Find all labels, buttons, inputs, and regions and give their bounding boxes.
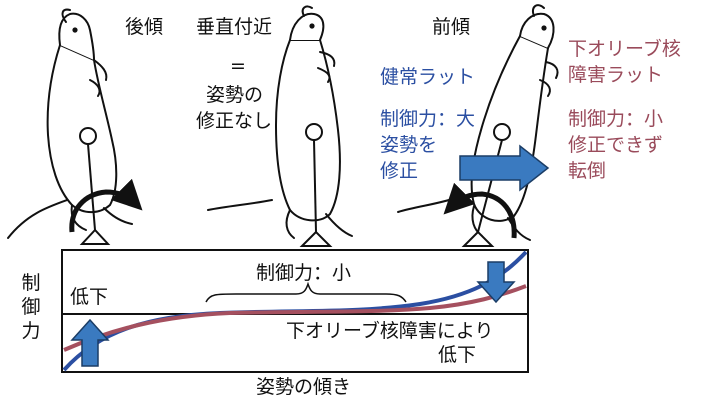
graph [61, 249, 529, 373]
label-forward-tilt: 前傾 [432, 16, 471, 38]
brace [205, 281, 407, 303]
graph-lesion-note-2: 低下 [438, 344, 477, 366]
lesion-curve [63, 284, 527, 352]
graph-small-force-label: 制御力：小 [256, 262, 352, 284]
posture-rod [461, 123, 511, 247]
label-lesion-cannot: 修正できず [568, 134, 664, 156]
posture-rod [79, 127, 111, 245]
graph-lesion-note-1: 下オリーブ核障害により [286, 320, 494, 342]
label-near-vertical: 垂直付近 [196, 16, 273, 38]
label-normal-correct: 修正 [380, 160, 419, 182]
push-arrow-icon [459, 144, 550, 192]
label-lesion-rat-2: 障害ラット [568, 64, 664, 86]
down-arrow-icon [476, 261, 516, 304]
label-backward-tilt: 後傾 [125, 16, 164, 38]
graph-xlabel: 姿勢の傾き [256, 376, 352, 398]
up-arrow-icon [70, 318, 110, 367]
label-lesion-fall: 転倒 [568, 160, 607, 182]
label-normal-force: 制御力：大 [380, 108, 476, 130]
label-lesion-force: 制御力：小 [568, 108, 664, 130]
label-posture-of: 姿勢の [206, 84, 264, 106]
label-normal-posture: 姿勢を [380, 134, 438, 156]
rat-icon [7, 8, 133, 239]
label-equals: = [230, 55, 246, 77]
rotation-arrow-icon [69, 178, 143, 233]
rotation-arrow-icon [443, 182, 517, 239]
graph-ylabel: 制御力 [21, 272, 41, 342]
graph-decrease-label: 低下 [70, 286, 109, 308]
label-normal-rat: 健常ラット [380, 66, 476, 88]
posture-rod [299, 123, 333, 247]
label-no-correction: 修正なし [196, 110, 273, 132]
label-lesion-rat-1: 下オリーブ核 [568, 38, 681, 60]
